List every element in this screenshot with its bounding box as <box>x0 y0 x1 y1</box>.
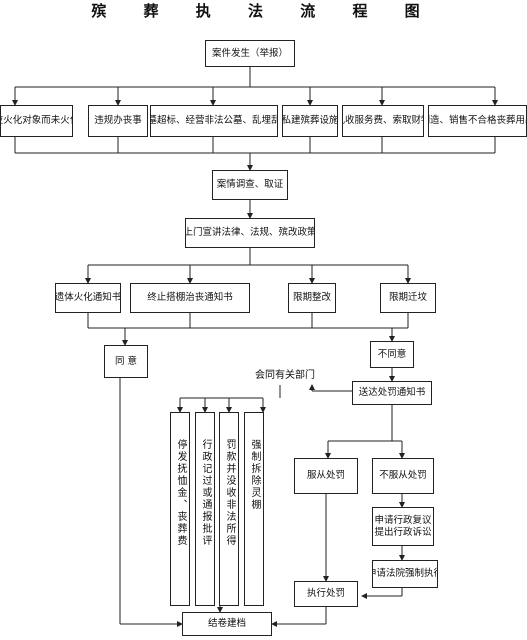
node-case-occurs: 案件发生（举报） <box>205 40 295 67</box>
node-cat-cemetery: 公墓超标、经营非法公墓、乱埋乱葬 <box>150 105 278 137</box>
node-notice-relocate: 限期迁坟 <box>380 283 436 313</box>
node-notice-cremation: 遗体火化通知书 <box>55 283 121 313</box>
node-court-enforcement: 申请法院强制执行 <box>372 560 438 588</box>
node-cat-illegal-funeral: 违规办丧事 <box>88 105 148 137</box>
node-cat-fees: 乱收服务费、索取财物 <box>342 105 424 137</box>
node-serve-notice: 送达处罚通知书 <box>352 381 432 405</box>
node-cat-cremation: 应火化对象而未火化 <box>0 105 73 137</box>
node-agree: 同 意 <box>104 345 148 378</box>
node-notice-rectify: 限期整改 <box>288 283 336 313</box>
node-cat-goods: 制造、销售不合格丧葬用品 <box>428 105 527 137</box>
node-archive: 结卷建档 <box>182 612 272 636</box>
node-penalty-demolish: 强制拆除灵棚 <box>244 412 264 606</box>
node-cat-private-facility: 私建殡葬设施 <box>282 105 338 137</box>
node-penalty-demerit: 行政记过或通报批评 <box>195 412 215 606</box>
node-not-accept-penalty: 不服从处罚 <box>372 458 434 494</box>
node-notice-stop-mourning: 终止搭棚治丧通知书 <box>130 283 250 313</box>
page-title: 殡 葬 执 法 流 程 图 <box>91 2 436 20</box>
label-joint-departments: 会同有关部门 <box>255 370 315 381</box>
node-review-litigation: 申请行政复议 提出行政诉讼 <box>372 507 434 546</box>
node-accept-penalty: 服从处罚 <box>294 458 358 494</box>
node-disagree: 不同意 <box>370 341 414 368</box>
node-investigate: 案情调查、取证 <box>212 170 288 200</box>
node-penalty-stop-pension: 停发抚恤金、丧葬费 <box>170 412 190 606</box>
node-execute-penalty: 执行处罚 <box>294 581 358 607</box>
node-publicize: 上门宣讲法律、法规、殡改政策 <box>185 218 315 248</box>
node-penalty-fine: 罚款并没收非法所得 <box>219 412 239 606</box>
